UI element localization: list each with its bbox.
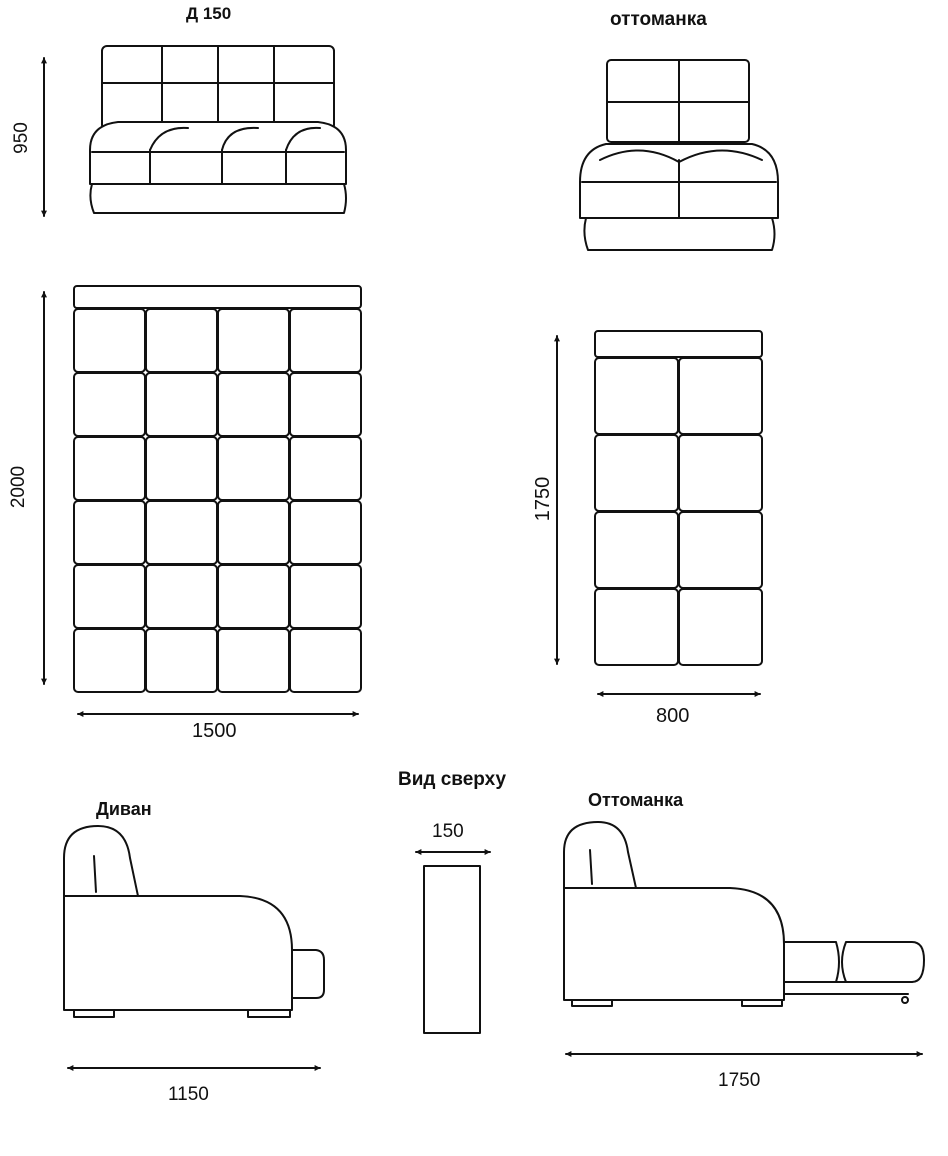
ottoman-side-view [563, 821, 925, 1007]
sofa-side-view [63, 825, 325, 1018]
sofa-cushion [145, 372, 218, 437]
ottoman-title: оттоманка [610, 9, 707, 30]
sofa-cushion [289, 372, 362, 437]
ottoman-cushion [678, 434, 763, 512]
ottoman-cushion [678, 511, 763, 589]
ottoman-length-label: 1750 [532, 476, 554, 522]
sofa-cushion [289, 308, 362, 373]
sofa-cushion [217, 436, 290, 501]
sofa-cushion [73, 436, 146, 501]
sofa-cushion [217, 372, 290, 437]
sofa-cushion-grid [73, 308, 362, 693]
sofa-depth-label: 1150 [168, 1084, 209, 1105]
ottoman-side-title: Оттоманка [588, 790, 684, 810]
sofa-side-title: Диван [96, 799, 152, 819]
sofa-cushion [217, 564, 290, 629]
sofa-cushion [73, 564, 146, 629]
sofa-cushion [73, 308, 146, 373]
ottoman-front-view [579, 59, 779, 251]
ottoman-width-label: 800 [656, 705, 690, 727]
sofa-cushion [145, 564, 218, 629]
sofa-title: Д 150 [186, 4, 232, 23]
ottoman-cushion [678, 357, 763, 435]
ottoman-cushion [678, 588, 763, 666]
sofa-cushion [145, 308, 218, 373]
ottoman-cushion [594, 511, 679, 589]
sofa-cushion [217, 500, 290, 565]
ottoman-cushion-grid [594, 357, 763, 666]
sofa-width-label: 1500 [192, 720, 237, 742]
sofa-cushion [217, 308, 290, 373]
sofa-height-label: 950 [11, 122, 32, 154]
sofa-cushion [145, 436, 218, 501]
sofa-cushion [145, 500, 218, 565]
sofa-cushion [217, 628, 290, 693]
sofa-cushion [73, 500, 146, 565]
top-view-title: Вид сверху [398, 769, 507, 790]
sofa-cushion [145, 628, 218, 693]
sofa-cushion [289, 564, 362, 629]
sofa-cushion [73, 372, 146, 437]
ottoman-cushion [594, 588, 679, 666]
ottoman-top-view [594, 330, 763, 666]
sofa-cushion [73, 628, 146, 693]
sofa-front-view [89, 45, 347, 214]
sofa-cushion [289, 436, 362, 501]
sofa-top-view [73, 285, 362, 693]
ottoman-depth-label: 1750 [718, 1070, 761, 1091]
sofa-length-label: 2000 [8, 465, 29, 509]
armrest-width-label: 150 [432, 821, 464, 842]
ottoman-cushion [594, 434, 679, 512]
sofa-cushion [289, 628, 362, 693]
armrest-top-view [423, 865, 481, 1034]
sofa-cushion [289, 500, 362, 565]
ottoman-cushion [594, 357, 679, 435]
